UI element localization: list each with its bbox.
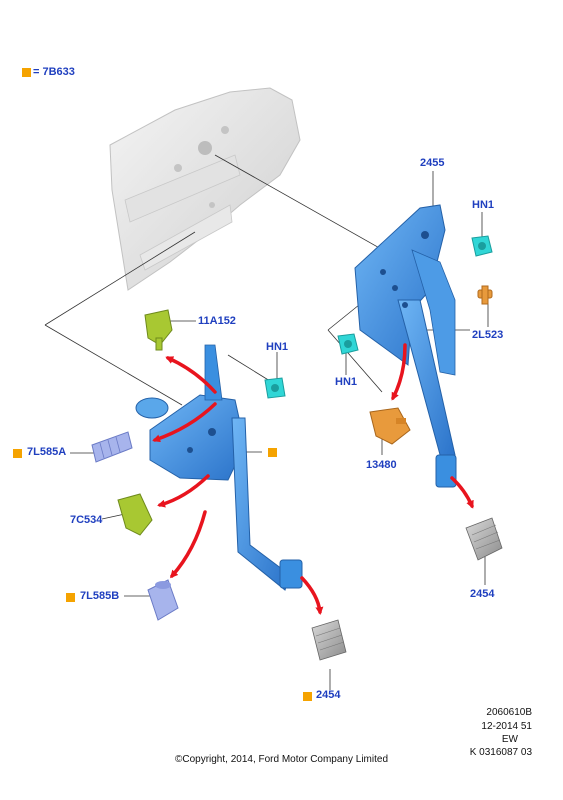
direction-arrows (152, 343, 474, 615)
leader-lines (44, 154, 489, 690)
spring-7l585a-part (91, 431, 133, 463)
callout-11a152[interactable]: 11A152 (198, 315, 236, 327)
clip-hn1-top-part (471, 235, 493, 257)
copyright-notice: ©Copyright, 2014, Ford Motor Company Lim… (174, 754, 389, 765)
callout-marker-7l585b-icon (66, 593, 75, 602)
callout-marker-bracket-icon (268, 448, 277, 457)
dash-panel-part (109, 87, 301, 291)
spring-7l585b-part (147, 579, 179, 621)
callout-7c534[interactable]: 7C534 (70, 514, 103, 526)
callout-marker-2454-left-icon (303, 692, 312, 701)
date-code: 12-2014 51 (481, 721, 532, 732)
brake-pedal-bracket-part (135, 344, 303, 591)
clip-hn1-left-part (264, 377, 286, 399)
callout-2454-left[interactable]: 2454 (316, 689, 341, 701)
ref-number: 2060610B (486, 707, 532, 718)
sensor-11a152-part (144, 309, 173, 351)
callout-marker-7l585a-icon (13, 449, 22, 458)
callout-2454-right[interactable]: 2454 (470, 588, 495, 600)
clip-hn1-right-part (337, 333, 359, 355)
legend-label: = 7B633 (33, 66, 75, 78)
switch-13480-part (369, 407, 411, 445)
callout-7l585a[interactable]: 7L585A (27, 446, 67, 458)
region-code: EW (501, 734, 518, 745)
switch-7c534-part (117, 493, 153, 536)
callout-7l585b[interactable]: 7L585B (80, 590, 120, 602)
callout-2455[interactable]: 2455 (420, 157, 445, 169)
callout-hn1-left[interactable]: HN1 (266, 341, 289, 353)
callout-13480[interactable]: 13480 (366, 459, 397, 471)
callout-hn1-top[interactable]: HN1 (472, 199, 495, 211)
callout-hn1-right-mid[interactable]: HN1 (335, 376, 358, 388)
callout-2l523[interactable]: 2L523 (472, 329, 504, 341)
pedal-pad-right-part (465, 517, 503, 561)
bolt-2l523-part (477, 285, 493, 305)
legend-square-icon (22, 68, 31, 77)
catalog-code: K 0316087 03 (469, 747, 532, 758)
pedal-pad-left-part (311, 619, 347, 661)
clutch-pedal-bracket-part (354, 204, 457, 488)
